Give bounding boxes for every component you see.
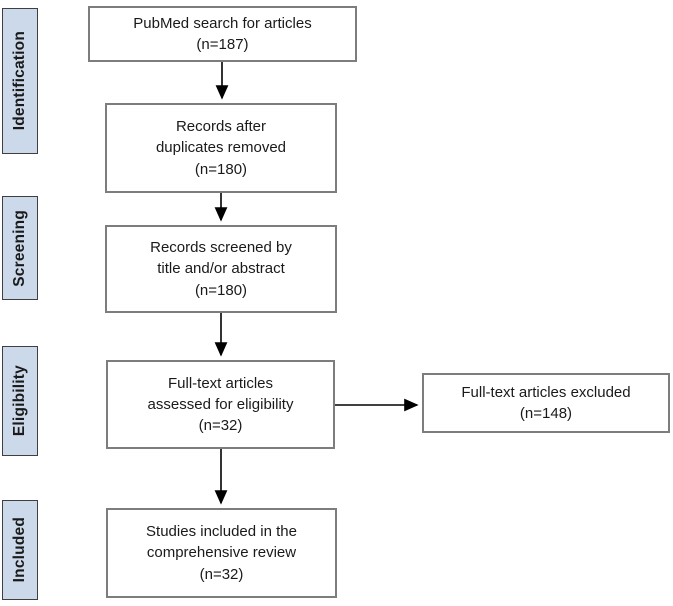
- stage-screening: Screening: [2, 196, 38, 300]
- box-fulltext-excluded-text: Full-text articles excluded (n=148): [461, 383, 631, 422]
- box-fulltext-assessed: Full-text articles assessed for eligibil…: [106, 360, 335, 449]
- box-fulltext-assessed-text: Full-text articles assessed for eligibil…: [147, 374, 294, 435]
- stage-eligibility: Eligibility: [2, 346, 38, 456]
- stage-included-label: Included: [11, 517, 28, 583]
- stage-included: Included: [2, 500, 38, 600]
- box-studies-included: Studies included in the comprehensive re…: [106, 508, 337, 598]
- stage-screening-label: Screening: [11, 209, 28, 287]
- box-pubmed-search: PubMed search for articles (n=187): [88, 6, 357, 62]
- box-pubmed-search-text: PubMed search for articles (n=187): [133, 14, 312, 53]
- box-studies-included-text: Studies included in the comprehensive re…: [146, 523, 297, 583]
- box-duplicates-removed-text: Records after duplicates removed (n=180): [155, 118, 287, 178]
- box-duplicates-removed: Records after duplicates removed (n=180): [105, 103, 337, 193]
- box-records-screened: Records screened by title and/or abstrac…: [105, 225, 337, 313]
- box-records-screened-text: Records screened by title and/or abstrac…: [150, 239, 292, 299]
- stage-identification: Identification: [2, 8, 38, 154]
- stage-eligibility-label: Eligibility: [11, 365, 28, 437]
- box-fulltext-excluded: Full-text articles excluded (n=148): [422, 373, 670, 433]
- stage-identification-label: Identification: [11, 31, 28, 131]
